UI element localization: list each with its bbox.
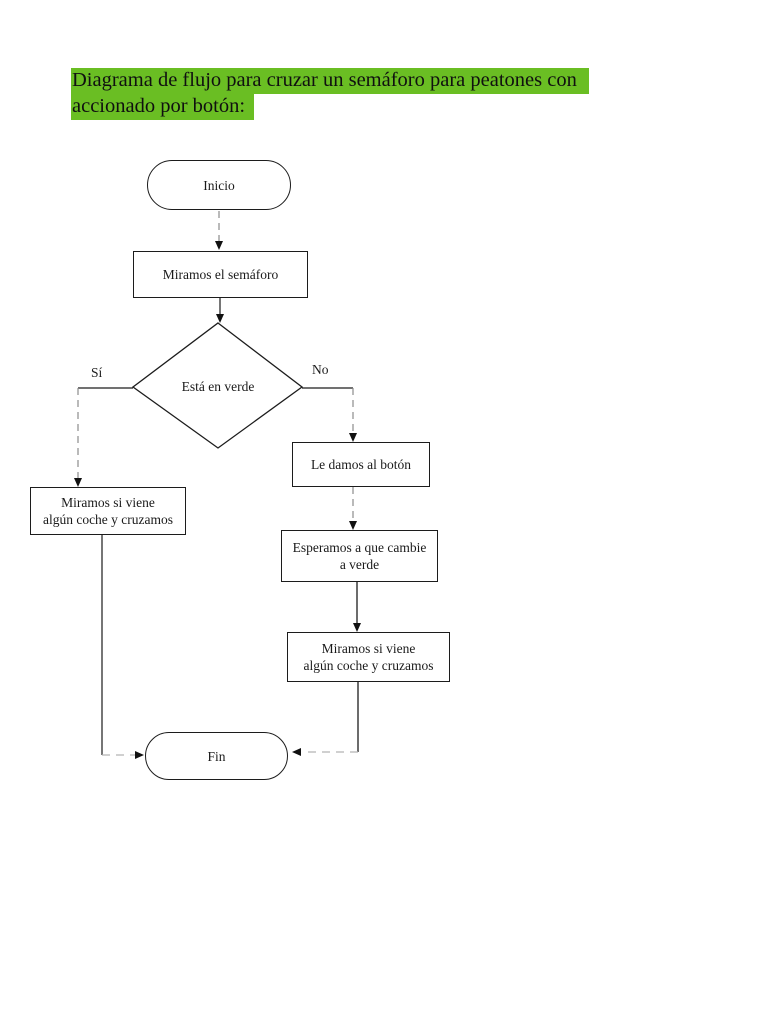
arrowhead-icon [74,478,82,487]
node-esperamos-cambie: Esperamos a que cambie a verde [281,530,438,582]
node-miramos-cruzamos-no: Miramos si viene algún coche y cruzamos [287,632,450,682]
node-inicio-label: Inicio [203,177,235,193]
node-miramos-cruzamos-no-line1: Miramos si viene [321,641,416,656]
arrowhead-icon [292,748,301,756]
node-miramos-cruzamos-no-line2: algún coche y cruzamos [303,658,434,673]
decision-diamond-shape [131,322,304,449]
node-miramos-cruzamos-si-line1: Miramos si viene [61,495,155,510]
page-title-line2: accionado por botón: [71,94,255,120]
arrowhead-icon [349,433,357,442]
node-le-damos-boton-label: Le damos al botón [310,457,412,472]
node-esperamos-cambie-line2: a verde [339,557,380,572]
arrowhead-icon [135,751,144,759]
node-le-damos-boton: Le damos al botón [292,442,430,487]
arrowhead-icon [215,241,223,250]
node-miramos-cruzamos-si-line2: algún coche y cruzamos [42,512,174,527]
node-fin-label: Fin [207,748,226,764]
node-fin: Fin [145,732,288,780]
page-title: Diagrama de flujo para cruzar un semáfor… [71,68,691,120]
node-miramos-semaforo: Miramos el semáforo [133,251,308,298]
node-inicio: Inicio [147,160,291,210]
arrowhead-icon [349,521,357,530]
node-esperamos-cambie-line1: Esperamos a que cambie [292,540,427,555]
branch-label-no: No [312,362,329,377]
arrowhead-icon [216,314,224,323]
page-title-line1: Diagrama de flujo para cruzar un semáfor… [71,68,589,94]
node-miramos-semaforo-label: Miramos el semáforo [162,267,279,282]
node-decision-label: Está en verde [181,379,255,394]
arrowhead-icon [353,623,361,632]
node-miramos-cruzamos-si: Miramos si viene algún coche y cruzamos [30,487,186,535]
branch-label-si: Sí [91,365,103,380]
